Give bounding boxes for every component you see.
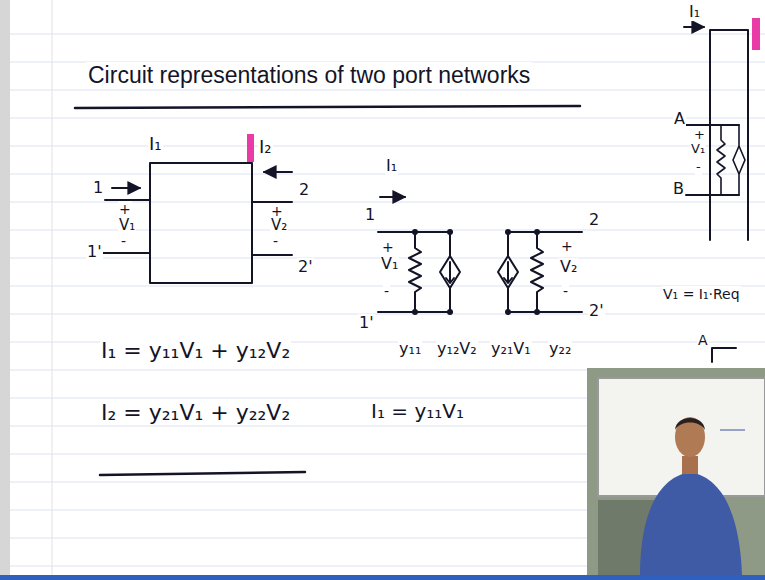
handwritten-label: I₁ — [385, 157, 398, 175]
current-arrow — [264, 171, 292, 173]
handwritten-label: I₁ — [148, 134, 163, 155]
handwritten-label: - — [383, 283, 390, 299]
handwritten-label: 2 — [588, 211, 600, 229]
margin-line — [52, 0, 53, 576]
handwritten-label: 2' — [588, 302, 605, 320]
handwritten-label: y₂₂ — [548, 340, 572, 358]
current-arrow — [112, 187, 140, 189]
bottom-bar — [0, 575, 765, 580]
handwritten-label: I₁ — [688, 3, 701, 21]
current-arrow — [684, 26, 704, 28]
lecturer-head — [675, 417, 705, 457]
source-arrow — [446, 262, 454, 283]
handwritten-label: + — [381, 239, 395, 255]
network-box — [710, 30, 748, 240]
handwritten-label: - — [120, 233, 127, 249]
page-edge — [0, 0, 10, 580]
title-text: Circuit representations of two port netw… — [86, 62, 532, 88]
dependent-source — [498, 232, 518, 312]
lecturer-neck — [682, 456, 698, 474]
handwritten-label: - — [695, 160, 702, 175]
handwritten-label: V₁ — [380, 255, 399, 273]
two-port-box — [150, 163, 252, 283]
port-wire — [508, 232, 582, 312]
pen-cursor — [247, 134, 254, 162]
handwritten-label: y₁₁ — [398, 340, 422, 358]
handwritten-label: B — [672, 180, 685, 198]
resistor-symbol — [531, 232, 543, 312]
handwritten-label: + — [560, 238, 574, 254]
handwritten-label: V₁ — [118, 217, 136, 234]
port-wire — [100, 200, 292, 255]
junction-dots — [412, 229, 540, 315]
terminal-wire — [712, 348, 736, 362]
handwritten-label: A — [673, 110, 686, 128]
resistor-symbol — [717, 125, 725, 195]
handwritten-label: 1' — [358, 314, 375, 332]
handwritten-label: + — [693, 128, 706, 143]
handwritten-label: I₂ — [258, 137, 273, 158]
source-arrow — [504, 262, 512, 283]
video-wall — [587, 368, 765, 575]
handwritten-label: I₁ = y₁₁V₁ + y₁₂V₂ — [100, 338, 291, 363]
ruled-lines — [10, 34, 765, 566]
handwritten-label: y₁₂V₂ — [436, 340, 478, 358]
handwritten-label: - — [562, 283, 569, 299]
dependent-source — [733, 125, 745, 195]
handwritten-label: I₁ = y₁₁V₁ — [370, 400, 465, 423]
resistor-symbol — [409, 232, 421, 312]
handwritten-label: V₂ — [559, 258, 578, 276]
handwritten-label: A — [697, 332, 709, 348]
handwritten-label: 2' — [297, 258, 314, 276]
equation-underline — [100, 472, 305, 475]
handwritten-label: 1 — [364, 206, 376, 224]
port-wire — [686, 125, 739, 195]
handwritten-label: I₂ = y₂₁V₁ + y₂₂V₂ — [100, 400, 291, 425]
handwritten-label: + — [118, 201, 132, 217]
title-underline — [75, 106, 580, 108]
handwritten-label: V₂ — [270, 217, 288, 234]
handwritten-label: 2 — [298, 181, 310, 199]
video-inset — [587, 368, 765, 575]
current-arrow — [380, 196, 405, 198]
handwritten-label: y₂₁V₁ — [490, 340, 532, 358]
lecturer-shirt — [640, 472, 742, 575]
handwritten-label: V₁ — [690, 142, 706, 157]
handwritten-label: 1 — [92, 179, 104, 197]
handwritten-label: - — [272, 233, 279, 249]
handwritten-label: 1' — [86, 243, 103, 261]
handwritten-label: V₁ = I₁·Req — [662, 286, 741, 302]
pen-cursor — [752, 18, 760, 50]
lecturer-hair — [675, 418, 705, 430]
dependent-source — [440, 232, 460, 312]
board-writing — [720, 429, 745, 431]
